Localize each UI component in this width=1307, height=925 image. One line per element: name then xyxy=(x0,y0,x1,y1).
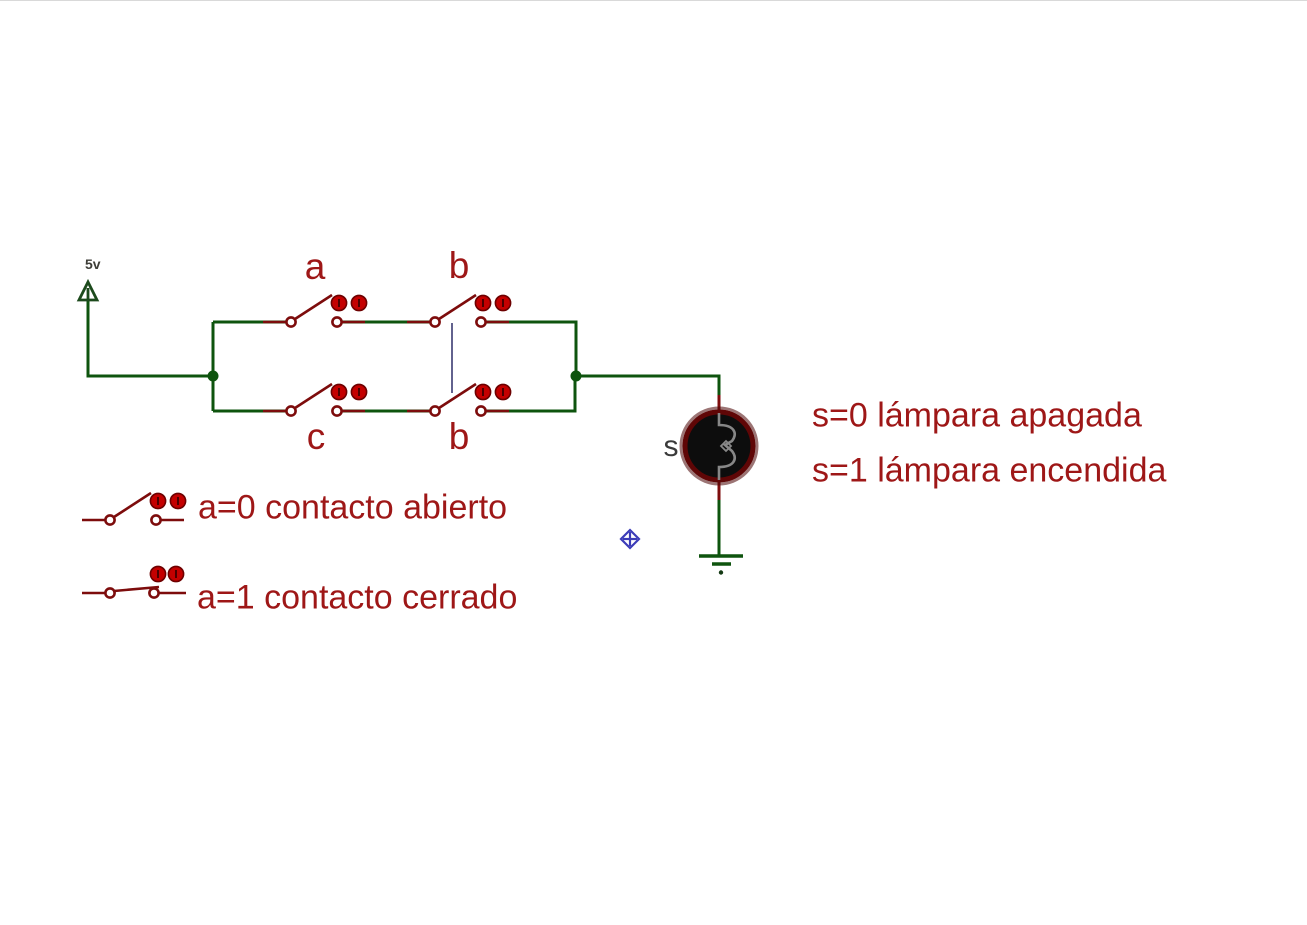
wire-bottom-3 xyxy=(478,376,577,413)
switch-label-a: a xyxy=(304,246,326,287)
junction-dot-left xyxy=(207,370,219,382)
wire-to-lamp xyxy=(576,374,721,411)
wire-power-feed xyxy=(86,288,213,378)
switch-b-top[interactable] xyxy=(405,293,512,328)
switch-label-c: c xyxy=(306,416,326,457)
legend-open-text: a=0 contacto abierto xyxy=(198,488,508,527)
legend-closed-switch-symbol xyxy=(80,565,188,599)
power-terminal xyxy=(76,278,100,302)
switch-a-top[interactable] xyxy=(261,293,368,328)
note-lamp-on: s=1 lámpara encendida xyxy=(812,451,1167,490)
switch-label-b-top: b xyxy=(448,245,470,286)
lamp-outer-glow xyxy=(679,406,759,486)
origin-marker-icon xyxy=(619,528,641,550)
switch-label-b-bottom: b xyxy=(448,416,470,457)
ground-icon xyxy=(699,554,743,575)
lamp xyxy=(679,406,759,486)
lamp-filament-notch xyxy=(719,439,733,453)
switch-b-bottom[interactable] xyxy=(405,382,512,417)
switch-c-bottom[interactable] xyxy=(261,382,368,417)
lamp-filament xyxy=(717,413,736,480)
wire-top-3 xyxy=(478,320,578,376)
legend-open-switch-symbol xyxy=(80,491,187,526)
power-label: 5v xyxy=(85,256,101,272)
junction-dot-right xyxy=(570,370,582,382)
lamp-label: s xyxy=(663,430,679,463)
note-lamp-off: s=0 lámpara apagada xyxy=(812,396,1142,435)
legend-closed-text: a=1 contacto cerrado xyxy=(197,578,518,617)
